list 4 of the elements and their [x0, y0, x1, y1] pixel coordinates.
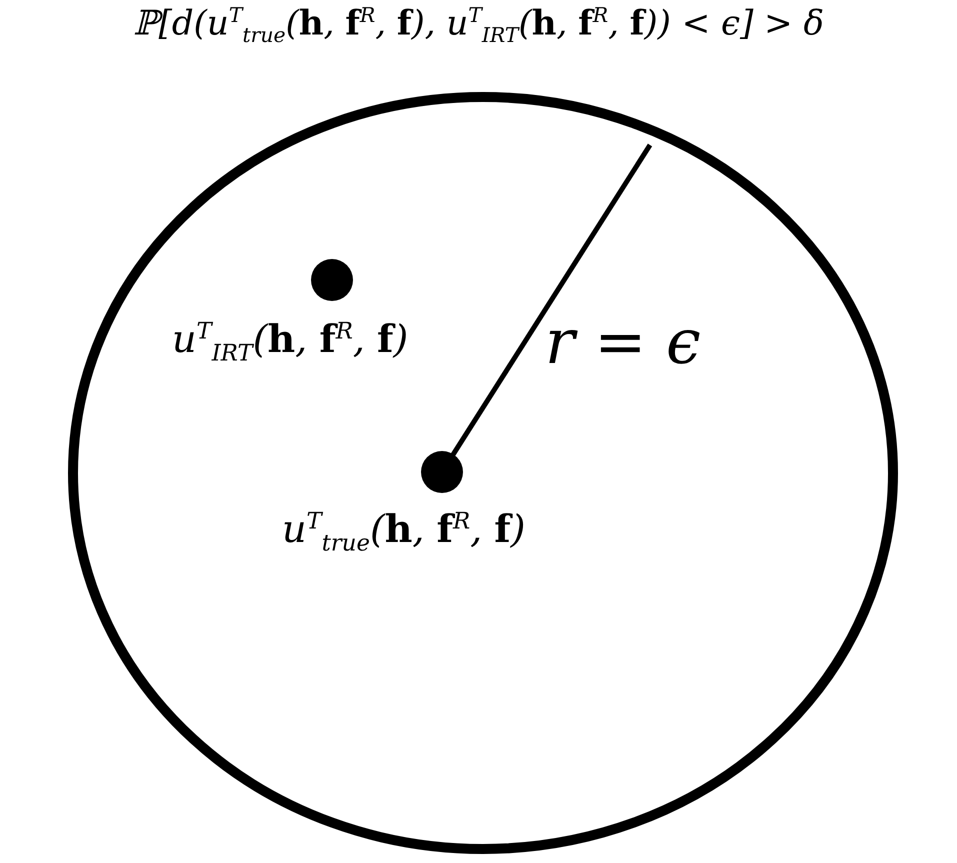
- math-label: u$^{T}$$_{IRT}$(h, f$^{R}$, f): [172, 318, 408, 367]
- math-label: u$^{T}$$_{true}$(h, f$^{R}$, f): [282, 508, 526, 557]
- formula-title: ℙ[d(u$^{T}$$_{true}$(h, f$^{R}$, f), u$^{T}$$_{IRT}$(h, f$^{R}$, f)) < ϵ] > δ: [132, 4, 825, 47]
- radius-label: r = ϵ: [545, 308, 701, 376]
